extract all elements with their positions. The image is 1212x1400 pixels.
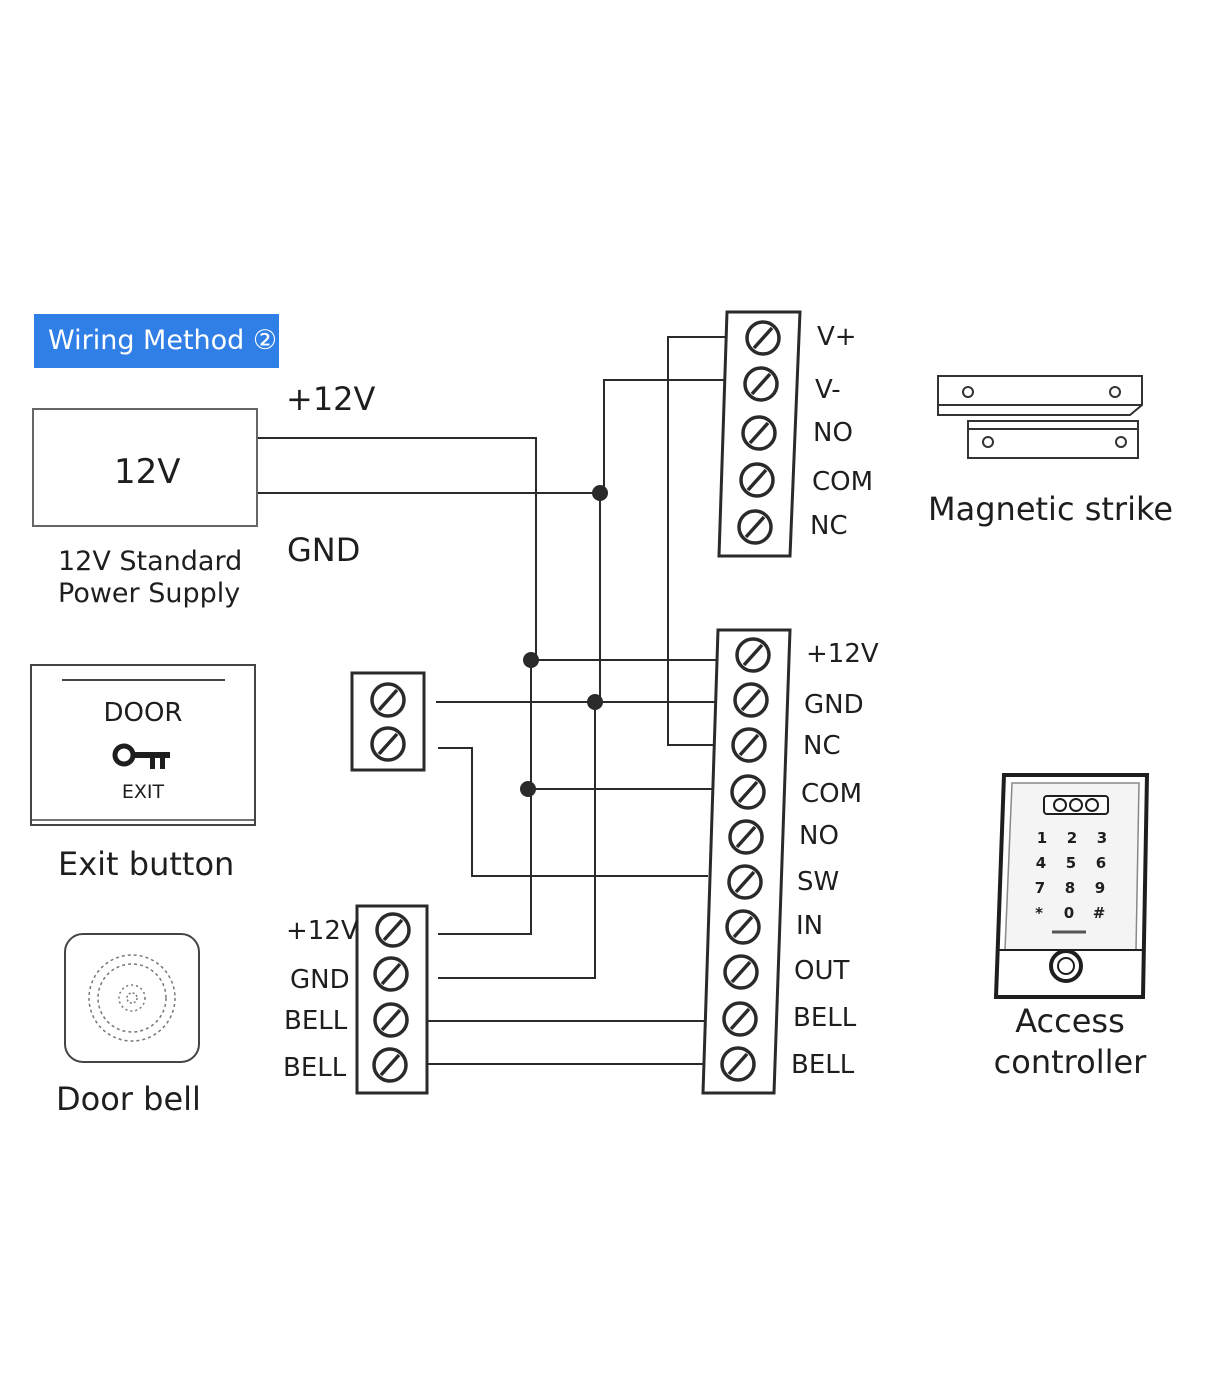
psu-ground-label: GND (287, 531, 361, 569)
screw-terminal (743, 366, 779, 402)
controller-terminal-label: +12V (806, 639, 879, 669)
screw-terminal (723, 954, 759, 990)
strike-terminal-label: V+ (817, 322, 857, 352)
controller-terminal-label: OUT (794, 956, 850, 986)
strike-terminal-block (717, 310, 802, 558)
magnetic-strike-device (937, 375, 1143, 459)
junction-dot (520, 781, 536, 797)
exit-button-caption: Exit button (58, 845, 235, 883)
speaker-icon (88, 954, 176, 1042)
wire-strike-vplus-to-nc (667, 336, 725, 746)
screw-terminal (372, 1047, 408, 1083)
strike-terminal-label: V- (815, 375, 841, 405)
junction-dot (592, 485, 608, 501)
screw-terminal (722, 1001, 758, 1037)
controller-terminal-label: BELL (791, 1050, 855, 1080)
bell-terminal-label: BELL (284, 1006, 348, 1036)
psu-caption-line2: Power Supply (58, 578, 241, 609)
controller-terminal-label: SW (797, 867, 840, 897)
keypad-key: 1 (1036, 829, 1048, 847)
controller-terminal-label: NO (799, 821, 839, 851)
controller-terminal-label: IN (796, 911, 824, 941)
exit-plate-exit-text: EXIT (121, 781, 165, 803)
screw-terminal (730, 774, 766, 810)
key-icon (112, 743, 170, 769)
controller-terminal-label: COM (801, 779, 863, 809)
screw-terminal (735, 637, 771, 673)
bell-terminal-block (355, 904, 429, 1095)
keypad-key: # (1092, 904, 1106, 922)
psu-caption-line1: 12V Standard (58, 546, 243, 577)
screw-terminal (370, 726, 406, 762)
screw-terminal (741, 415, 777, 451)
controller-terminal-label: GND (804, 690, 864, 720)
junction-dot (523, 652, 539, 668)
access-controller-caption-line1: Access (1015, 1002, 1125, 1040)
screw-terminal (739, 462, 775, 498)
wire-ground-bus (438, 379, 724, 979)
junction-dot (587, 694, 603, 710)
wire-exit-2-to-sw (438, 747, 708, 877)
screw-terminal (373, 956, 409, 992)
keypad-key: 5 (1065, 854, 1077, 872)
keypad-key: 9 (1094, 879, 1106, 897)
power-supply-box (32, 408, 258, 527)
wire-junctions (520, 485, 608, 797)
strike-terminal-label: NC (810, 511, 848, 541)
keypad-key: 2 (1066, 829, 1078, 847)
keypad-key: 0 (1063, 904, 1075, 922)
controller-terminal-label: BELL (793, 1003, 857, 1033)
keypad-key: 7 (1034, 879, 1046, 897)
screw-terminal (720, 1046, 756, 1082)
screw-terminal (375, 912, 411, 948)
psu-box-label: 12V (114, 452, 181, 492)
screw-terminal (728, 819, 764, 855)
bell-terminal-label: +12V (286, 916, 359, 946)
screw-terminal (745, 320, 781, 356)
exit-button-device (30, 664, 256, 826)
screw-terminal (370, 682, 406, 718)
psu-positive-label: +12V (286, 380, 376, 418)
wires (258, 336, 725, 1065)
door-bell-caption: Door bell (56, 1080, 201, 1118)
controller-terminal-block (701, 628, 792, 1095)
strike-terminal-label: NO (813, 418, 853, 448)
bell-terminal-label: GND (290, 965, 350, 995)
keypad-key: 8 (1064, 879, 1076, 897)
access-controller-caption-line2: controller (993, 1043, 1147, 1081)
keypad-key: * (1035, 904, 1043, 922)
keypad-key: 4 (1035, 854, 1047, 872)
wiring-method-badge: Wiring Method ② (34, 314, 279, 368)
screw-terminal (733, 682, 769, 718)
keypad-key: 3 (1096, 829, 1108, 847)
magnetic-strike-caption: Magnetic strike (928, 490, 1174, 528)
controller-terminal-label: NC (803, 731, 841, 761)
exit-plate-door-text: DOOR (103, 698, 183, 728)
fingerprint-sensor (1049, 949, 1083, 983)
bell-terminal-label: BELL (283, 1053, 347, 1083)
strike-terminal-label: COM (812, 467, 874, 497)
keypad-key: 6 (1095, 854, 1107, 872)
access-controller-device (993, 773, 1150, 999)
screw-terminal (727, 864, 763, 900)
screw-terminal (737, 509, 773, 545)
screw-terminal (731, 727, 767, 763)
screw-terminal (725, 909, 761, 945)
exit-terminal-block (350, 671, 426, 772)
door-bell-device (64, 933, 200, 1063)
screw-terminal (373, 1002, 409, 1038)
